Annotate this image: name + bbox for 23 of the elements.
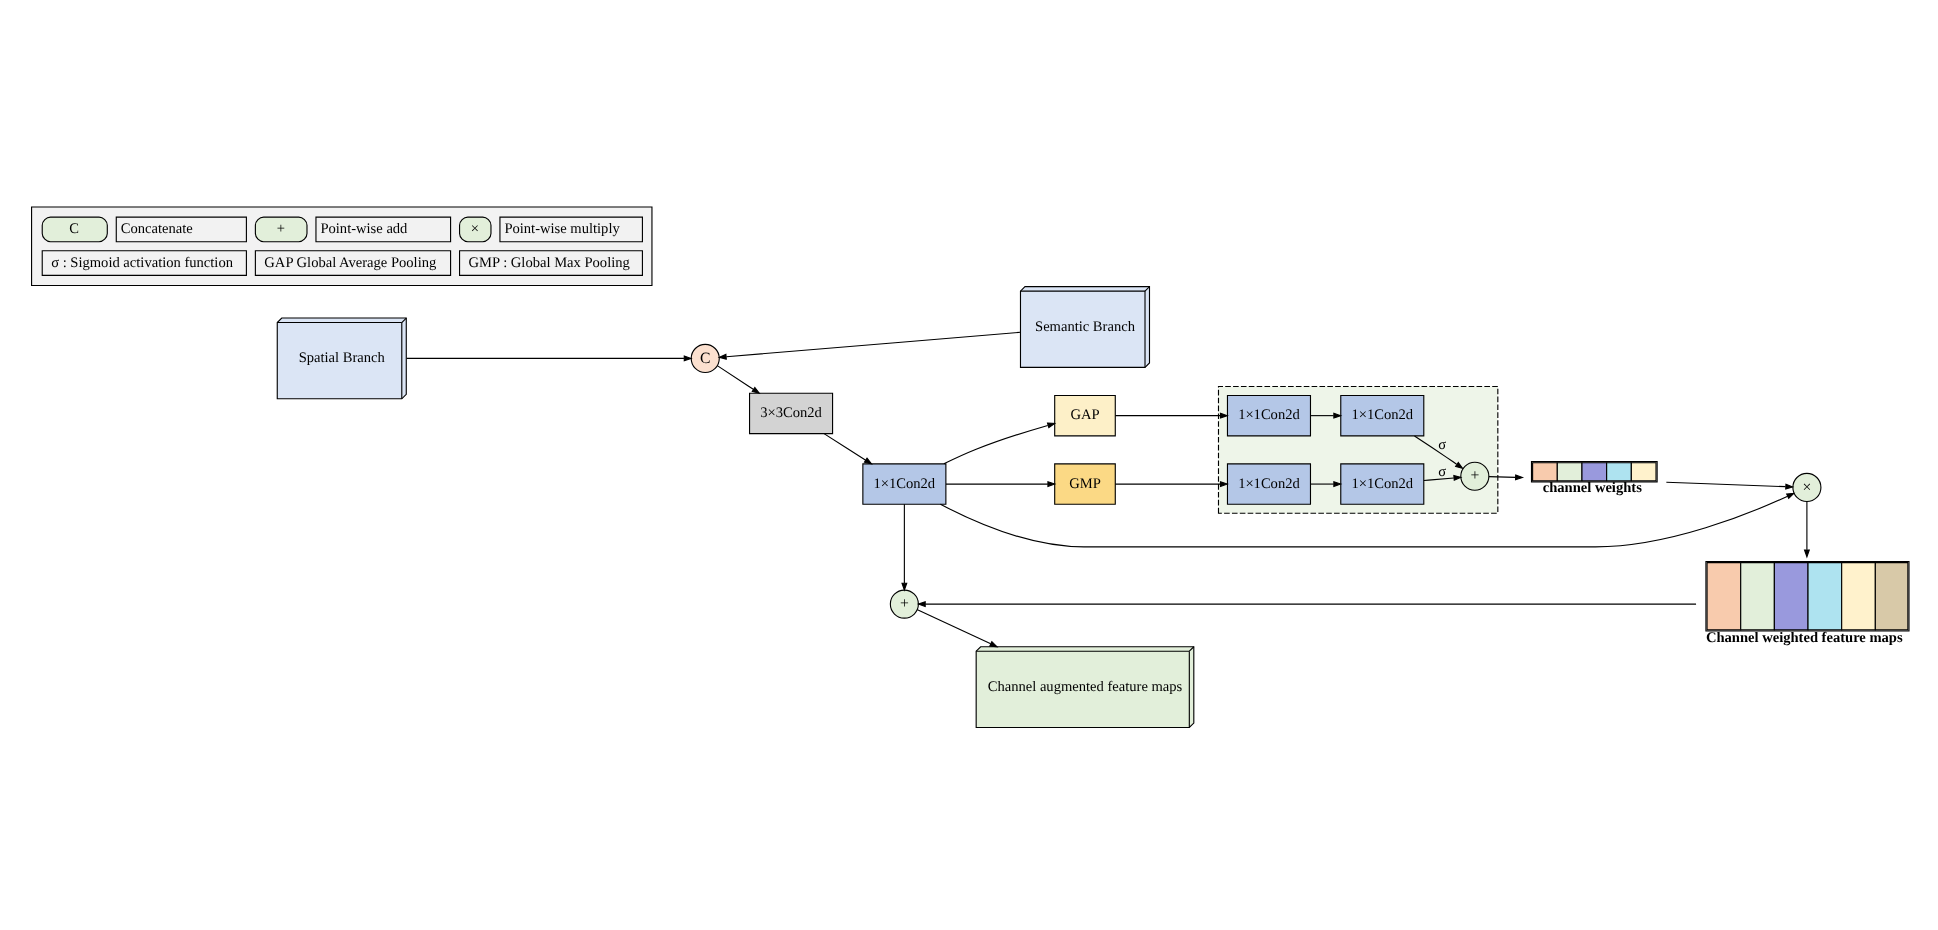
arrow	[915, 609, 998, 648]
arrow	[915, 600, 1696, 608]
arrow	[1487, 474, 1524, 481]
arrow	[1412, 435, 1463, 470]
node-circle: C	[689, 343, 719, 373]
arrow	[1422, 474, 1462, 482]
arrow	[944, 480, 1056, 488]
arrow	[715, 365, 760, 395]
node-circle: +	[1459, 461, 1489, 491]
arrow	[942, 422, 1056, 465]
arrow	[716, 331, 1020, 360]
arrow	[1308, 480, 1342, 488]
arrow	[822, 433, 872, 465]
arrow	[1802, 500, 1810, 559]
arrow	[900, 503, 907, 592]
arrow	[1113, 412, 1228, 419]
arrow	[938, 492, 1795, 548]
arrow	[405, 355, 692, 362]
arrow	[1308, 412, 1342, 419]
arrow	[1664, 481, 1794, 490]
node-circle: +	[888, 589, 918, 619]
node-circle: ×	[1791, 472, 1821, 502]
arrow	[1113, 480, 1228, 488]
